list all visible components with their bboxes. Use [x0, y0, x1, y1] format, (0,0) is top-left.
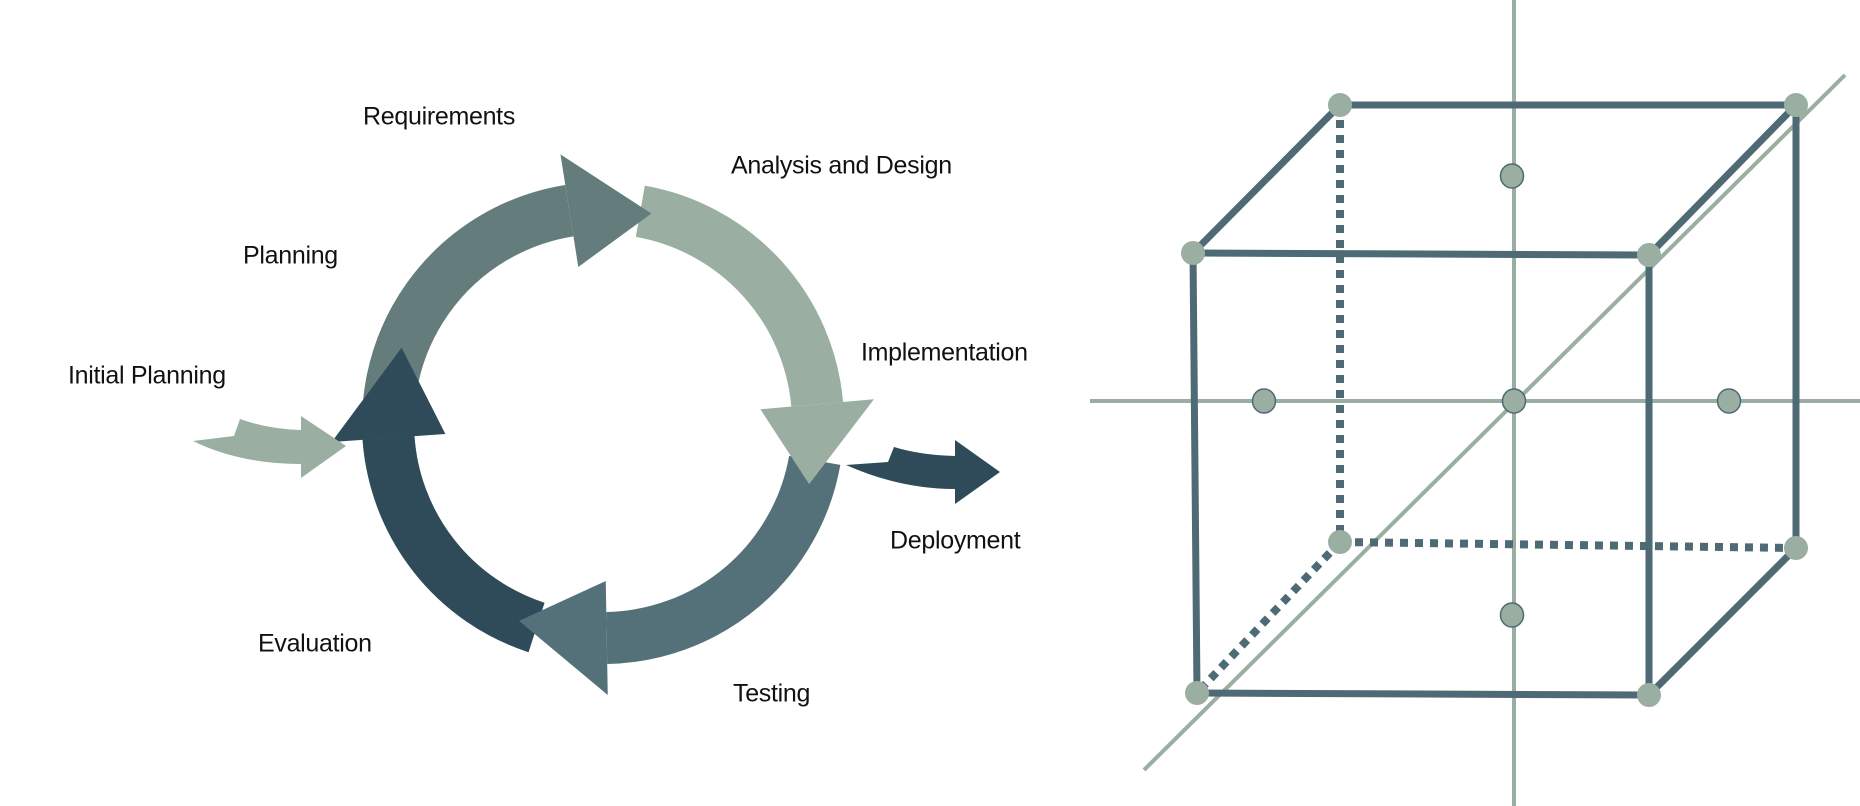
design-arrow-body: [635, 185, 844, 407]
axis-node: [1499, 163, 1525, 189]
cube-vertex-node: [1328, 530, 1352, 554]
cube-vertex-node: [1637, 243, 1661, 267]
development-cycle: [331, 154, 874, 695]
cube-edge: [1646, 545, 1799, 698]
initial-planning-arrow: [193, 416, 346, 478]
cube-vertex-node: [1784, 93, 1808, 117]
cube-edge: [1190, 102, 1343, 256]
cube-edge: [1192, 249, 1650, 259]
cube-edge: [1189, 252, 1201, 694]
planning-arrow-head: [560, 154, 652, 267]
cube-vertex-node: [1637, 683, 1661, 707]
label-deployment: Deployment: [890, 526, 1021, 555]
cube-vertex-node: [1784, 536, 1808, 560]
label-analysis-design: Analysis and Design: [731, 151, 952, 180]
deployment-arrow: [846, 440, 1000, 504]
cube-hidden-edge: [1194, 539, 1343, 696]
label-initial-planning: Initial Planning: [68, 361, 226, 390]
cube-vertex-node: [1328, 93, 1352, 117]
cube-vertex-node: [1181, 241, 1205, 265]
cube-hidden-edge: [1339, 538, 1797, 552]
label-evaluation: Evaluation: [258, 629, 372, 658]
diagonal-axis: [1142, 73, 1847, 772]
axis-node: [1501, 388, 1527, 414]
testing-arrow-body: [605, 455, 841, 664]
evaluation-arrow-head: [331, 347, 446, 442]
axis-node: [1716, 388, 1742, 414]
cube-edge: [1646, 102, 1799, 258]
cube-vertex-node: [1185, 681, 1209, 705]
label-testing: Testing: [733, 679, 811, 708]
label-requirements: Requirements: [363, 102, 516, 131]
design-arrow-head: [760, 399, 874, 485]
label-implementation: Implementation: [861, 338, 1028, 367]
axis-node: [1251, 388, 1277, 414]
evaluation-arrow-body: [362, 435, 546, 653]
cube-diagram: [1090, 0, 1860, 806]
label-planning: Planning: [243, 241, 338, 270]
axis-node: [1499, 602, 1525, 628]
testing-arrow-head: [518, 580, 608, 695]
cube-edge: [1196, 689, 1650, 699]
